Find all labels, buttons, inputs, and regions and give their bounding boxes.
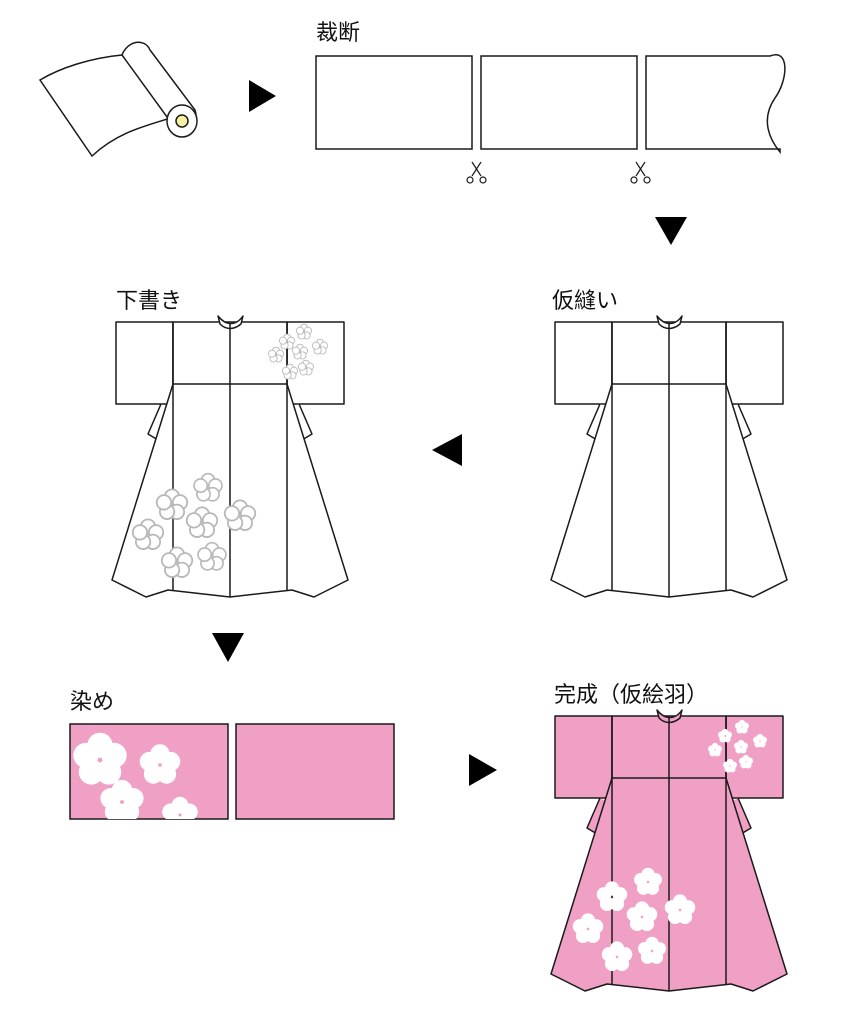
step-label-basting: 仮縫い [552, 289, 619, 314]
scissors-icon [630, 161, 651, 184]
cut-fabric-panels [315, 54, 786, 155]
step-label-sketch: 下書き [116, 289, 183, 314]
arrow-down-icon [212, 633, 244, 662]
finished-kimono [550, 709, 788, 992]
basted-kimono [550, 315, 788, 598]
arrow-right-icon [469, 754, 497, 786]
arrow-left-icon [432, 434, 462, 466]
scissors-icon [466, 161, 487, 184]
sketch-kimono [111, 315, 349, 598]
step-label-cutting: 裁断 [316, 21, 361, 46]
arrow-down-icon [655, 217, 687, 245]
step-label-finished: 完成（仮絵羽） [554, 683, 709, 708]
fabric-roll-icon [38, 41, 198, 158]
step-label-dyeing: 染め [70, 690, 115, 715]
arrow-right-icon [249, 80, 276, 112]
